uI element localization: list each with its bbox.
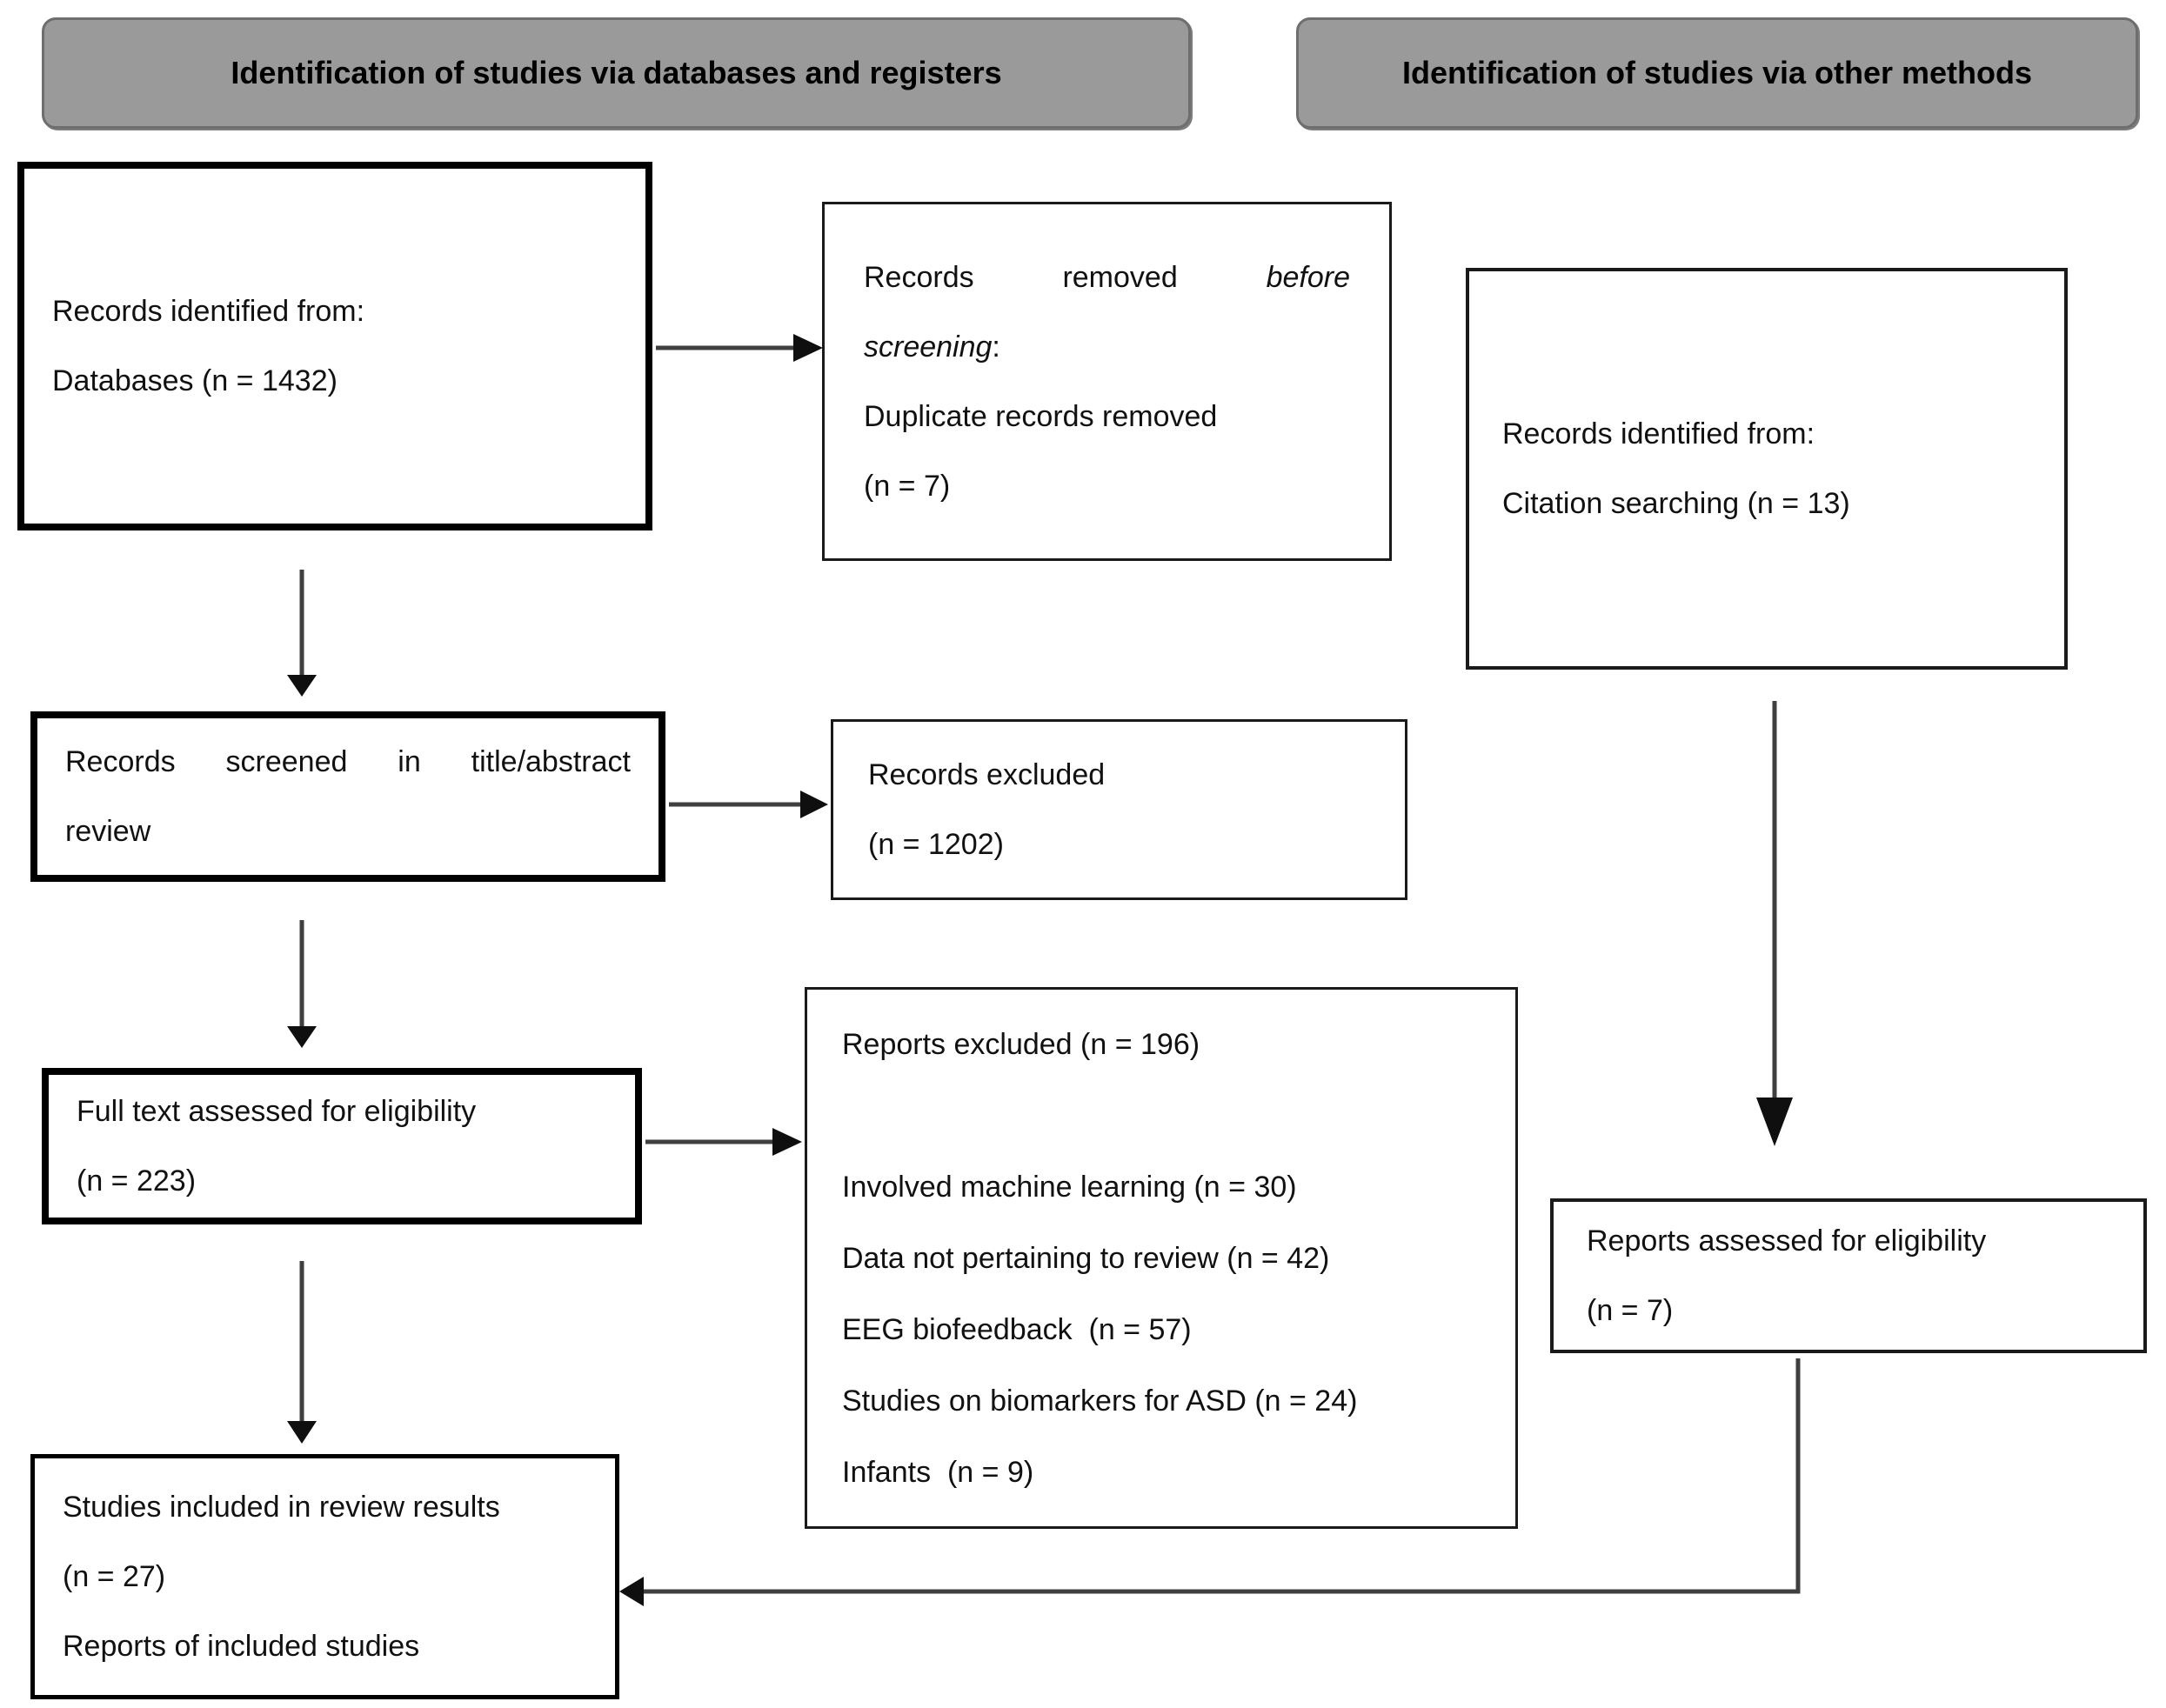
- word: screened: [225, 745, 348, 778]
- box-line: (n = 223): [77, 1164, 197, 1198]
- box-line: Citation searching (n = 13): [1502, 487, 1850, 520]
- word-italic: screening: [864, 330, 993, 364]
- box-line: Reports assessed for eligibility: [1587, 1224, 1987, 1258]
- box-line: (n = 1202): [868, 828, 1004, 861]
- box-line: Reports of included studies: [63, 1630, 420, 1663]
- box-line: Duplicate records removed: [864, 399, 1218, 433]
- word-italic: before: [1266, 260, 1350, 294]
- box-records-screened: Records screened in title/abstract revie…: [30, 711, 665, 882]
- box-reports-assessed: Reports assessed for eligibility (n = 7): [1550, 1198, 2147, 1353]
- box-line: screening:: [864, 312, 1350, 382]
- box-reports-excluded: Reports excluded (n = 196) Involved mach…: [805, 987, 1518, 1529]
- box-line: Records identified from:: [1502, 417, 1815, 450]
- exclusion-reason: Infants (n = 9): [842, 1456, 1034, 1489]
- colon: :: [992, 330, 1000, 364]
- arrow-citation-to-assessed: [1756, 701, 1793, 1146]
- box-studies-included: Studies included in review results (n = …: [30, 1454, 619, 1699]
- box-records-removed: Records removed before screening: Duplic…: [822, 202, 1392, 561]
- spacer-line: [842, 1080, 1489, 1151]
- arrow-fulltext-to-reports-excluded: [645, 1128, 802, 1156]
- box-records-excluded: Records excluded (n = 1202): [831, 719, 1407, 900]
- box-records-identified-citation: Records identified from: Citation search…: [1466, 268, 2068, 670]
- word: Records: [864, 260, 974, 294]
- box-line: (n = 7): [864, 469, 951, 503]
- arrow-screened-to-excluded: [669, 791, 828, 818]
- arrow-fulltext-to-included: [287, 1261, 317, 1444]
- word: removed: [1062, 260, 1178, 294]
- box-full-text-assessed: Full text assessed for eligibility (n = …: [42, 1068, 642, 1224]
- word: Records: [65, 745, 176, 778]
- arrow-screened-to-fulltext: [287, 920, 317, 1048]
- exclusion-reason: Data not pertaining to review (n = 42): [842, 1242, 1330, 1275]
- box-line: (n = 7): [1587, 1294, 1674, 1327]
- exclusion-reason: Involved machine learning (n = 30): [842, 1171, 1297, 1204]
- header-databases-registers: Identification of studies via databases …: [42, 17, 1191, 129]
- exclusion-reason: Studies on biomarkers for ASD (n = 24): [842, 1384, 1358, 1418]
- box-line: Records identified from:: [52, 295, 365, 328]
- box-line-title: Reports excluded (n = 196): [842, 1028, 1200, 1061]
- box-records-identified-databases: Records identified from: Databases (n = …: [17, 162, 652, 530]
- arrow-assessed-to-included: [619, 1358, 1801, 1606]
- box-line: review: [65, 815, 151, 848]
- header-databases-label: Identification of studies via databases …: [231, 55, 1002, 90]
- box-line: Databases (n = 1432): [52, 364, 338, 397]
- header-other-methods: Identification of studies via other meth…: [1296, 17, 2138, 129]
- box-line-justified: Records screened in title/abstract: [65, 727, 631, 797]
- box-line-justified: Records removed before: [864, 243, 1350, 312]
- box-line: (n = 27): [63, 1560, 166, 1593]
- word: in: [398, 745, 421, 778]
- exclusion-reason: EEG biofeedback (n = 57): [842, 1313, 1192, 1346]
- box-line: Records excluded: [868, 758, 1106, 791]
- arrow-databases-to-removed: [656, 334, 823, 362]
- word: title/abstract: [471, 745, 631, 778]
- box-line: Studies included in review results: [63, 1491, 500, 1524]
- arrow-databases-to-screened: [287, 570, 317, 697]
- box-line: Full text assessed for eligibility: [77, 1095, 477, 1128]
- header-other-methods-label: Identification of studies via other meth…: [1401, 55, 2033, 90]
